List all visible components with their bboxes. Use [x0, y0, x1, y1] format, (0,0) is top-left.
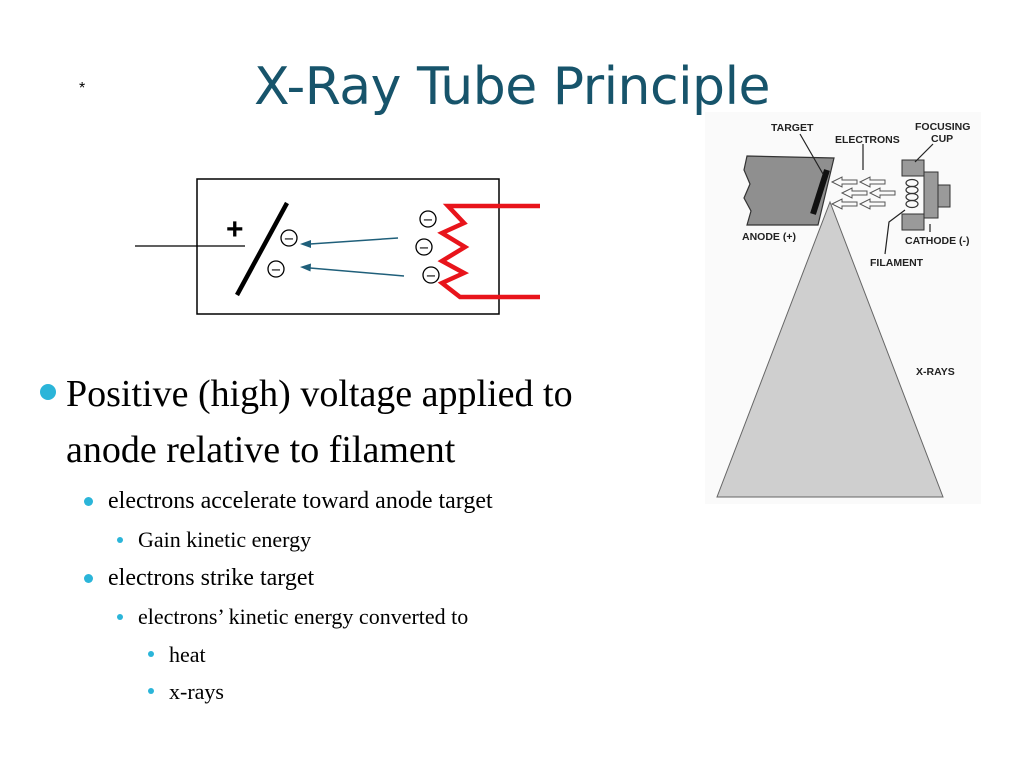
target-plate: [810, 169, 830, 215]
tube-outline: [196, 178, 500, 315]
bullet-heat: heat: [36, 636, 573, 673]
bullet-dot: [148, 688, 154, 694]
label-anode: ANODE (+): [742, 231, 796, 243]
xray-tube-diagram: TARGET ELECTRONS FOCUSING CUP ANODE (+) …: [705, 112, 981, 504]
label-filament: FILAMENT: [870, 257, 924, 269]
anode-block: [743, 155, 835, 226]
bullet-text: electrons’ kinetic energy converted to: [138, 604, 469, 629]
label-xrays: X-RAYS: [916, 366, 955, 378]
bullet-dot: [84, 574, 93, 583]
bullet-text: electrons strike target: [108, 565, 315, 591]
bullet-dot: [84, 497, 93, 506]
bullet-xrays: x-rays: [36, 673, 573, 710]
plus-sign: +: [226, 213, 244, 246]
bullet-dot: [148, 651, 154, 657]
bullet-electrons-accelerate: electrons accelerate toward anode target: [36, 482, 573, 521]
electron-sign: −: [419, 241, 430, 256]
electron-arrow-upper: [300, 237, 399, 248]
bullet-dot: [117, 537, 123, 543]
bullet-electrons-strike-target: electrons strike target: [36, 559, 573, 598]
bullet-energy-converted: electrons’ kinetic energy converted to: [36, 598, 573, 636]
electron-left-lower: −: [267, 260, 285, 278]
electron-sign: −: [271, 263, 282, 278]
bullet-text: x-rays: [169, 679, 224, 704]
label-focusing: FOCUSING: [915, 121, 970, 133]
electron-right-middle: −: [415, 238, 433, 256]
electron-arrow-lower: [300, 263, 405, 277]
electron-stream-arrows: [830, 176, 896, 210]
electron-sign: −: [284, 232, 295, 247]
bullet-dot: [117, 614, 123, 620]
label-leader-lines: [799, 133, 934, 255]
electron-left-upper: −: [280, 229, 298, 247]
xray-beam: [716, 200, 944, 498]
filament-coil-icon: [905, 178, 919, 209]
electron-sign: −: [426, 269, 437, 284]
electron-right-bottom: −: [422, 266, 440, 284]
focusing-cup: [901, 159, 951, 231]
filament-coil: [437, 203, 540, 300]
bullet-gain-kinetic-energy: Gain kinetic energy: [36, 521, 573, 559]
label-cup: CUP: [931, 133, 953, 145]
slide-marker: *: [79, 80, 86, 97]
circuit-diagram: + − − − − −: [135, 178, 540, 315]
bullet-text: Gain kinetic energy: [138, 527, 312, 552]
bullet-text: heat: [169, 642, 206, 667]
bullet-dot: [40, 384, 56, 400]
bullet-text: electrons accelerate toward anode target: [108, 488, 493, 514]
label-target: TARGET: [771, 122, 814, 134]
slide-title: X-Ray Tube Principle: [253, 57, 771, 117]
anode-plate: [235, 201, 289, 297]
label-electrons: ELECTRONS: [835, 134, 900, 146]
electron-sign: −: [423, 213, 434, 228]
label-cathode: CATHODE (-): [905, 235, 970, 247]
electron-right-top: −: [419, 210, 437, 228]
